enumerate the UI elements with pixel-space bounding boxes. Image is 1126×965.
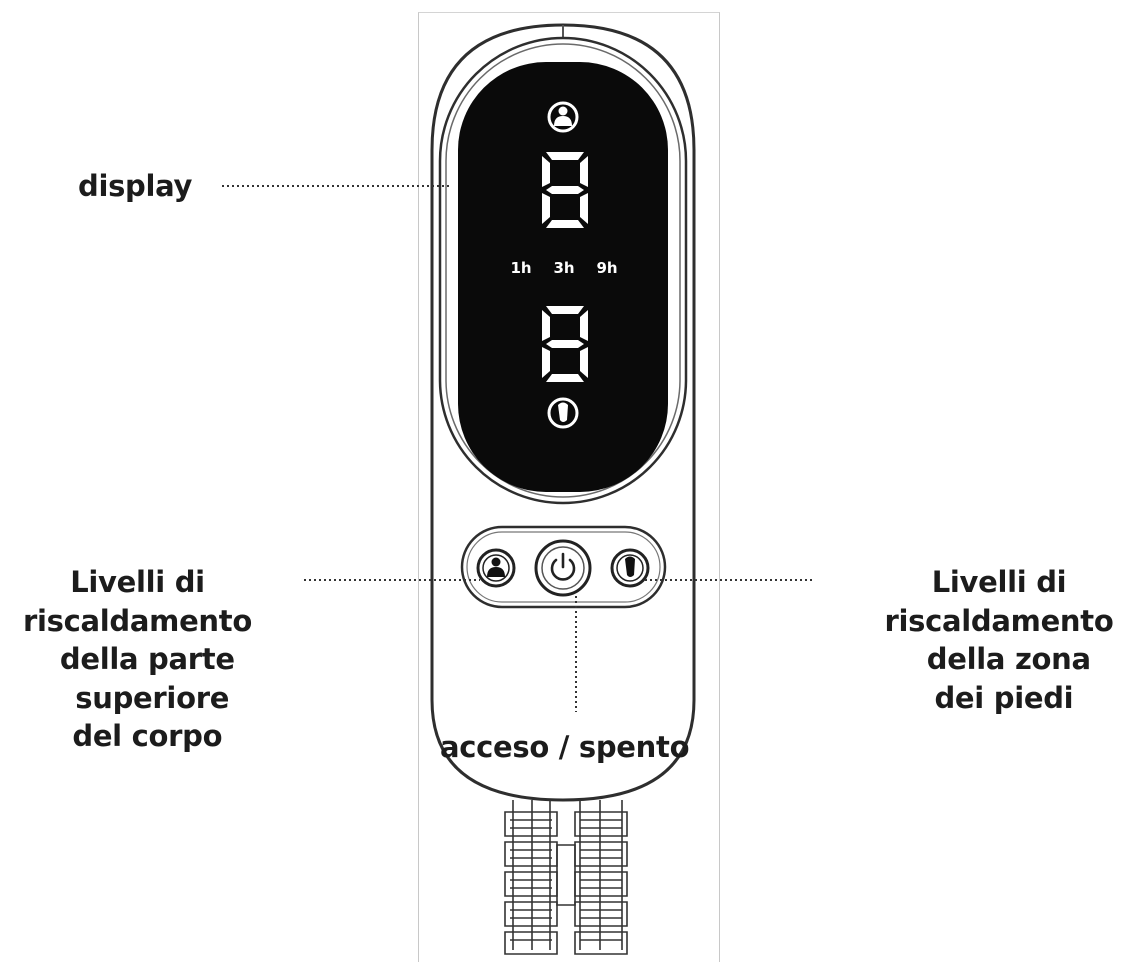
upper-body-button[interactable]	[476, 548, 516, 588]
feet-heating-label: Livelli di riscaldamento della zona dei …	[884, 565, 1114, 715]
upper-level-digit	[542, 152, 588, 228]
timer-9h: 9h	[596, 259, 617, 277]
lower-level-digit	[542, 306, 588, 382]
feet-button[interactable]	[610, 548, 650, 588]
display-person-icon	[547, 101, 579, 133]
power-label: acceso / spento	[440, 730, 690, 764]
person-icon	[487, 557, 505, 577]
power-button[interactable]	[534, 539, 592, 597]
timer-1h: 1h	[510, 259, 531, 277]
display-label: display	[78, 169, 193, 203]
display-screen	[458, 62, 668, 492]
power-icon	[550, 552, 576, 581]
upper-body-heating-label: Livelli di riscaldamento della parte sup…	[23, 565, 252, 753]
timer-indicators: 1h 3h 9h	[510, 259, 617, 277]
foot-icon	[625, 556, 635, 577]
cables	[504, 800, 628, 955]
image-frame	[418, 12, 720, 962]
display-foot-icon	[547, 397, 579, 429]
timer-3h: 3h	[553, 259, 574, 277]
